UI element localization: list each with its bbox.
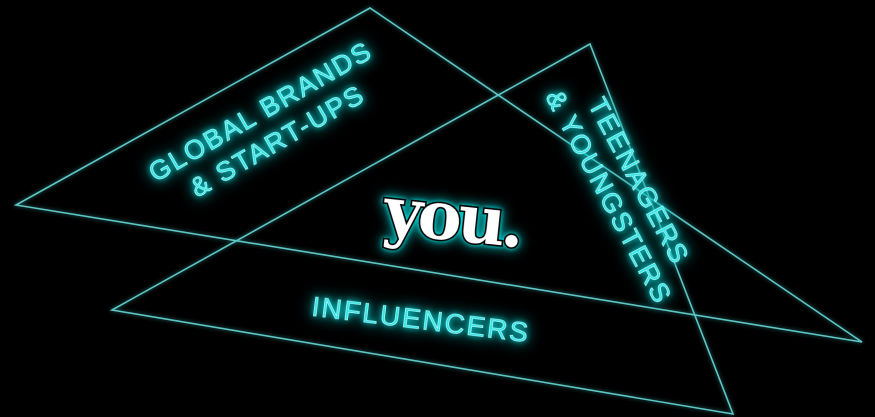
center-label-group: you. (378, 169, 527, 264)
influencers-label-group: INFLUENCERS (310, 290, 532, 349)
right-triangle (109, 42, 735, 416)
teenagers-label-group: TEENAGERS & YOUNGSTERS (539, 85, 695, 310)
global-brands-label-group: GLOBAL BRANDS & START-UPS (143, 35, 378, 203)
center-you-label: you. (379, 171, 525, 263)
left-triangle (13, 7, 863, 343)
influencers-label: INFLUENCERS (310, 291, 532, 349)
